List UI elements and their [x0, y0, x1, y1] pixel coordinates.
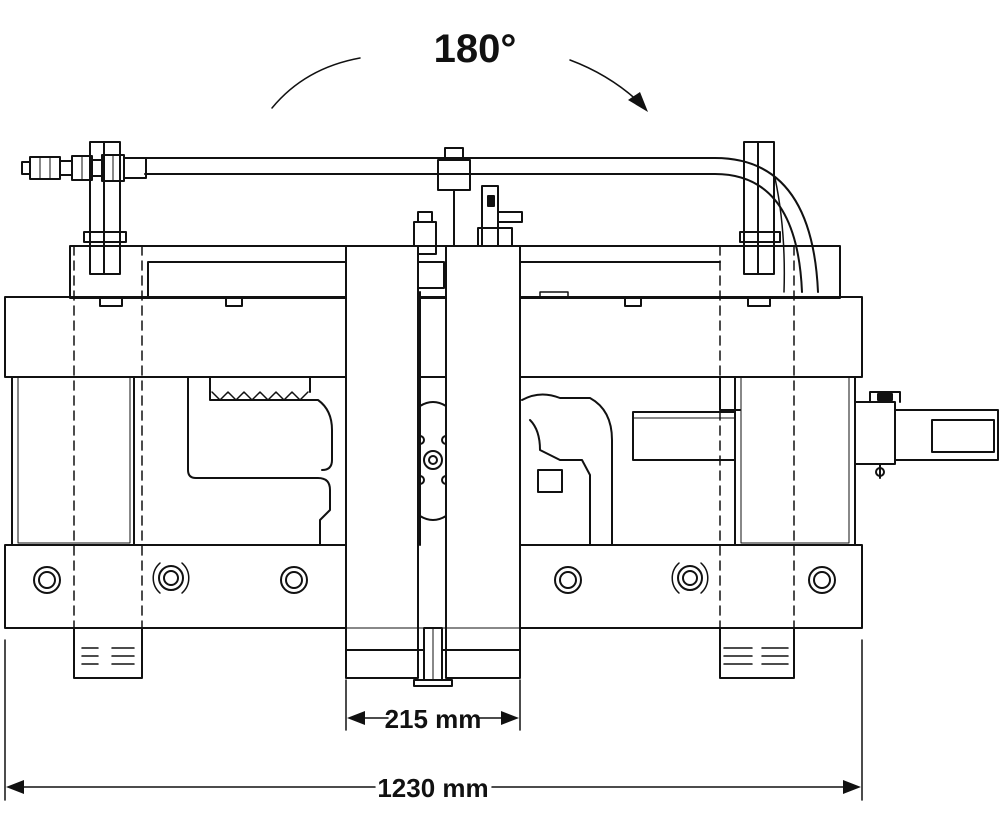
plates — [345, 245, 521, 687]
rotation-arc-left — [271, 57, 361, 109]
dimension-inner: 215 mm — [345, 679, 521, 734]
dimension-overall-label: 1230 mm — [377, 773, 488, 803]
dimension-overall: 1230 mm — [4, 639, 863, 803]
bolt — [554, 566, 582, 594]
centre-cylinder — [415, 261, 451, 546]
bolts — [33, 562, 836, 594]
bracket-left — [83, 141, 127, 275]
left-frame — [11, 376, 135, 546]
right-frame — [734, 376, 856, 546]
bolt — [671, 562, 709, 594]
hydraulic-pipe — [21, 154, 819, 293]
bolt — [808, 566, 836, 594]
fork-pocket-left — [73, 627, 143, 679]
casting-right — [521, 376, 741, 546]
centre-valve — [413, 147, 523, 255]
rotation-arc-right — [569, 59, 641, 104]
top-beam — [4, 296, 863, 378]
casting-left — [187, 376, 333, 546]
bracket-right — [739, 141, 781, 275]
rotation-arrowhead — [628, 92, 648, 112]
fork-pocket-right — [719, 627, 795, 679]
bottom-beam — [4, 544, 863, 629]
rotation-indicator: 180° — [271, 27, 648, 112]
bolt — [33, 566, 61, 594]
hitch-receiver — [854, 391, 999, 479]
dimension-inner-label: 215 mm — [385, 704, 482, 734]
bolt — [280, 566, 308, 594]
bolt — [152, 562, 190, 594]
rotation-label: 180° — [434, 27, 517, 71]
hidden-lines — [73, 245, 795, 679]
